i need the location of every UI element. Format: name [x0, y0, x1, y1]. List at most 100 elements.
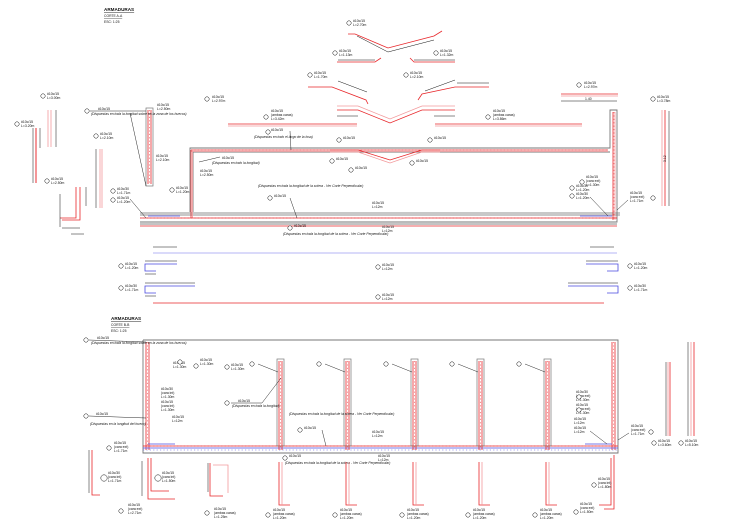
svg-text:#10c/15: #10c/15 — [47, 92, 59, 96]
svg-text:L=12m: L=12m — [574, 421, 585, 425]
bar-marker — [265, 512, 271, 518]
svg-text:#10c/15: #10c/15 — [128, 503, 140, 507]
svg-text:#10c/15: #10c/15 — [114, 441, 126, 445]
svg-text:L=1.30m: L=1.30m — [173, 365, 186, 369]
section-b-frame — [142, 339, 619, 454]
svg-text:L=12m: L=12m — [372, 434, 383, 438]
interior-wall — [249, 358, 285, 450]
bar-spec: #10c/15 — [273, 508, 285, 512]
stub-bar: #10c/15(ambas caras)L=1.20m — [465, 462, 495, 520]
svg-text:L=1.30m: L=1.30m — [231, 367, 244, 371]
section-b-title: ARMADURAS — [111, 316, 141, 321]
svg-text:(cara int): (cara int) — [162, 475, 175, 479]
svg-text:#10c/15: #10c/15 — [162, 471, 174, 475]
svg-text:L=12m: L=12m — [382, 297, 393, 301]
svg-text:L=1.20m: L=1.20m — [176, 190, 189, 194]
bar-faces: (ambas caras) — [407, 512, 429, 516]
bar-marker — [403, 72, 409, 78]
svg-text:L=3.60m: L=3.60m — [658, 443, 671, 447]
svg-text:(cara ext): (cara ext) — [576, 407, 590, 411]
bar-length: L=1.20m — [473, 516, 486, 520]
svg-text:#10c/15: #10c/15 — [161, 400, 173, 404]
bar-faces: (ambas caras) — [273, 512, 295, 516]
section-b-header: ARMADURAS CORTE B-B ESC: 1:25 — [111, 316, 141, 333]
svg-text:(Dispuestas en toda la longitu: (Dispuestas en toda la longitud sobre en… — [91, 112, 187, 116]
detail-bar-right-a: #10c/15 L=3.78m 3.12 — [650, 95, 670, 206]
stub-bar: #10c/15(ambas caras)L=1.20m — [532, 462, 562, 520]
bent-bar — [409, 57, 455, 63]
bent-bar-top — [348, 30, 443, 49]
bar-top-right: #10c/15 L=2.97m 1.40 — [561, 81, 618, 102]
bar-spec: #10c/15 — [314, 71, 326, 75]
bar-faces: (ambas caras) — [473, 512, 495, 516]
svg-text:#10c/15: #10c/15 — [274, 194, 286, 198]
bent-bar — [337, 57, 382, 63]
svg-text:(cara ext): (cara ext) — [631, 428, 645, 432]
svg-text:L=1.20m: L=1.20m — [576, 196, 589, 200]
svg-text:L=1.30m: L=1.30m — [586, 183, 599, 187]
svg-text:#10c/15: #10c/15 — [598, 477, 610, 481]
annotations-b: #10c/15 (Dispuestas en toda la longitud … — [83, 336, 654, 465]
svg-text:#10c/15: #10c/15 — [304, 426, 316, 430]
bar-marker — [399, 512, 405, 518]
svg-text:L=3.86m: L=3.86m — [493, 117, 506, 121]
section-a-header: ARMADURAS CORTE A-A ESC: 1:25 — [104, 7, 134, 24]
bar-marker — [433, 50, 439, 56]
section-a-scale: ESC: 1:25 — [104, 20, 120, 24]
svg-text:#10c/15: #10c/15 — [372, 201, 384, 205]
svg-text:#10c/15: #10c/15 — [355, 166, 367, 170]
svg-text:#10c/15: #10c/15 — [685, 439, 697, 443]
svg-text:L=3.00m: L=3.00m — [47, 96, 60, 100]
svg-text:#10c/15: #10c/15 — [658, 439, 670, 443]
svg-text:#10c/15: #10c/15 — [382, 225, 394, 229]
bar-marker — [465, 512, 471, 518]
bar-length: L=2.70m — [353, 23, 366, 27]
svg-text:#10c/15: #10c/15 — [580, 502, 592, 506]
bar-marker — [532, 512, 538, 518]
svg-text:L=1.71m: L=1.71m — [125, 288, 138, 292]
svg-text:L=1.71m: L=1.71m — [108, 479, 121, 483]
svg-text:(Dispuestas en toda la longitu: (Dispuestas en toda la longitud de la so… — [283, 232, 388, 236]
svg-text:L=1.30m: L=1.30m — [161, 408, 174, 412]
svg-text:#10c/15: #10c/15 — [586, 175, 598, 179]
svg-text:#10c/15: #10c/15 — [271, 109, 283, 113]
svg-text:L=1.50m: L=1.50m — [580, 510, 593, 514]
svg-text:L=1.30m: L=1.30m — [161, 395, 174, 399]
stub-bar: #10c/15(ambas caras)L=1.20m — [332, 462, 362, 520]
svg-text:L=2.50m: L=2.50m — [51, 181, 64, 185]
svg-text:#10c/15: #10c/15 — [631, 424, 643, 428]
svg-text:#10c/15: #10c/15 — [372, 430, 384, 434]
svg-text:L=1.50m: L=1.50m — [162, 479, 175, 483]
bar-length: L=1.13m — [339, 53, 352, 57]
svg-text:3.12: 3.12 — [663, 155, 667, 162]
svg-text:L=2.71m: L=2.71m — [128, 511, 141, 515]
svg-text:#10c/15: #10c/15 — [21, 120, 33, 124]
svg-text:#10c/15: #10c/15 — [96, 412, 108, 416]
svg-text:L=1.20m: L=1.20m — [117, 200, 130, 204]
bar-spec: #10c/15 — [339, 49, 351, 53]
svg-text:L=1.30m: L=1.30m — [576, 411, 589, 415]
bar-length: L=1.20m — [273, 516, 286, 520]
bar-length: L=1.20m — [340, 516, 353, 520]
svg-text:#10c/15: #10c/15 — [382, 263, 394, 267]
bottom-right-detail-b: #10c/15 (cara int) L=1.80m #10c/15 (cara… — [573, 455, 615, 515]
svg-text:#10c/15: #10c/15 — [382, 293, 394, 297]
svg-text:(cara int): (cara int) — [108, 475, 121, 479]
svg-text:(cara ext): (cara ext) — [576, 394, 590, 398]
svg-text:#10c/15: #10c/15 — [200, 169, 212, 173]
svg-text:#10c/15: #10c/15 — [214, 507, 226, 511]
bar-spec: #10c/15 — [473, 508, 485, 512]
svg-text:#10c/30: #10c/30 — [161, 387, 173, 391]
svg-text:#10c/30: #10c/30 — [634, 284, 646, 288]
svg-text:(cara int): (cara int) — [161, 391, 174, 395]
svg-text:(cara ext): (cara ext) — [114, 445, 128, 449]
svg-text:L=1.71m: L=1.71m — [117, 191, 130, 195]
crank-bar-preview — [337, 105, 455, 120]
svg-text:L=1.20m: L=1.20m — [576, 188, 589, 192]
hook-bars-a: #10c/15 L=1.20m #10c/30 L=1.71m #10c/15 … — [118, 246, 647, 304]
bar-length: L=1.32m — [440, 53, 453, 57]
svg-text:#10c/15: #10c/15 — [172, 415, 184, 419]
svg-text:(ambas caras): (ambas caras) — [493, 113, 515, 117]
svg-text:(Dispuestas en todo el largo d: (Dispuestas en todo el largo de la losa) — [254, 135, 313, 139]
